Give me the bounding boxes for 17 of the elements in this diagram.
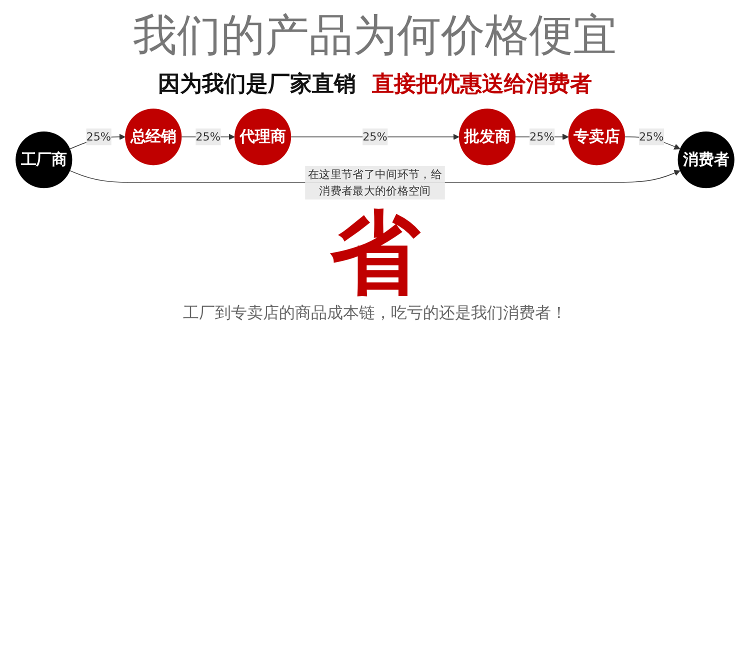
title: 我们的产品为何价格便宜	[132, 9, 618, 63]
node-circle: 代理商	[234, 108, 292, 166]
subtitle: 因为我们是厂家直销	[158, 72, 356, 97]
node-circle: 消费者	[678, 131, 734, 188]
node-circle: 工厂商	[16, 131, 72, 188]
caption: 工厂到专卖店的商品成本链，吃亏的还是我们消费者！	[182, 303, 568, 324]
node-circle: 总经销	[125, 108, 182, 166]
edge-label: 25%	[196, 130, 221, 144]
node-circle: 批发商	[458, 108, 516, 166]
edge-label: 在这里节省了中间环节，给消费者最大的价格空间	[308, 167, 442, 198]
edge-label: 25%	[529, 130, 554, 144]
edge-label: 25%	[86, 130, 112, 144]
edge-label: 25%	[362, 130, 388, 144]
node-circle: 专卖店	[568, 108, 625, 166]
subtitle: 直接把优惠送给消费者	[372, 72, 592, 97]
big-character: 省	[330, 209, 420, 300]
edge-label: 25%	[638, 130, 664, 144]
